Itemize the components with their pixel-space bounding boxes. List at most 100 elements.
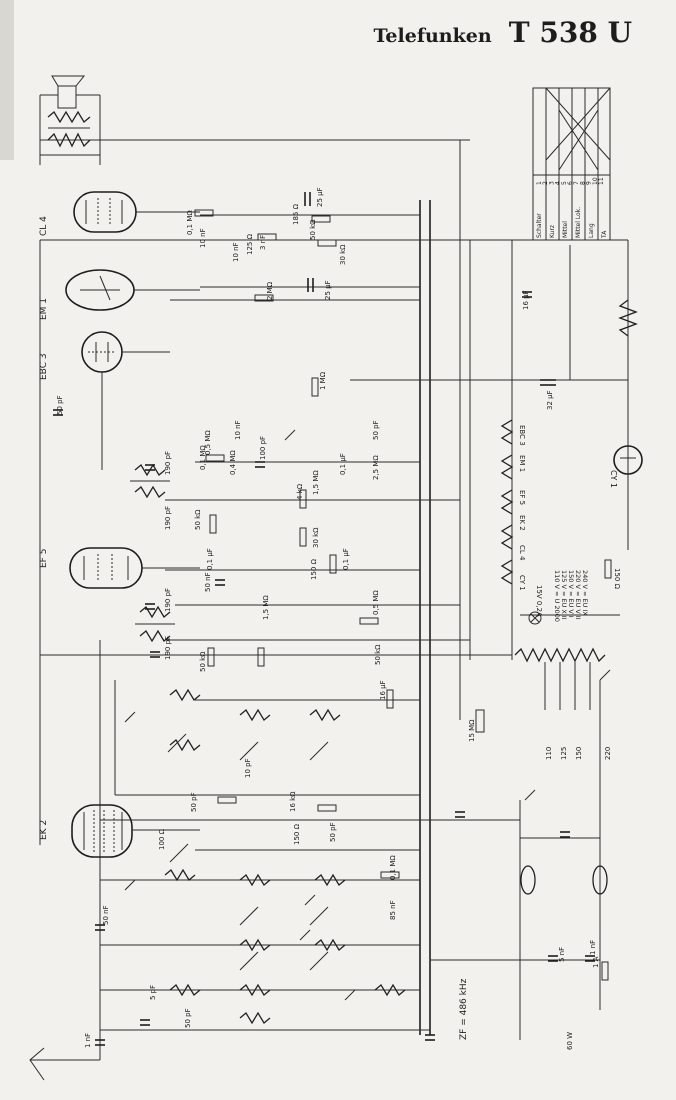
component-label-r21: 15 MΩ xyxy=(468,719,476,742)
component-label-r1: 0,1 MΩ xyxy=(186,210,194,235)
component-label-r24: 150 Ω xyxy=(293,823,301,845)
component-label-c20: 16 µF xyxy=(379,680,387,700)
component-label-r12: 2,5 MΩ xyxy=(372,455,380,480)
component-label-c25: 5 pF xyxy=(149,985,157,1000)
resistors xyxy=(194,209,612,879)
mains-chokes xyxy=(520,865,609,1000)
component-label-c2: 3 nF xyxy=(259,235,267,250)
component-label-r16: 150 Ω xyxy=(310,558,318,580)
label-layer: CL 4 EM 1 EBC 3 EF 5 EK 2 CY 1 ZF = 486 … xyxy=(39,207,621,1050)
mains-tap-label-5: 240 V = EU IX xyxy=(581,570,589,616)
switch-table xyxy=(532,87,611,241)
component-label-c17: 0,1 µF xyxy=(342,548,350,570)
component-values: 0,1 MΩ 10 nF 125 Ω 3 nF 50 kΩ 185 Ω 25 µF 10 nF… xyxy=(56,187,597,1048)
component-label-r6: 30 kΩ xyxy=(339,244,347,265)
table-row-label-1: Schalter xyxy=(536,213,543,238)
component-label-r4: 185 Ω xyxy=(292,203,300,225)
component-label-c29: 5 nF xyxy=(558,947,566,962)
component-label-r14: 50 kΩ xyxy=(194,509,202,530)
table-row-label-2: Kurz xyxy=(549,225,556,238)
component-label-r11: 1,5 MΩ xyxy=(312,470,320,495)
component-label-c26: 1 nF xyxy=(84,1033,92,1048)
tube-ef5 xyxy=(69,547,200,589)
tube-label-ef5: EF 5 xyxy=(39,549,49,568)
title-block: Telefunken T 538 U xyxy=(373,16,632,49)
tube-label-em1: EM 1 xyxy=(39,298,49,320)
switch-table-col-4: 4 xyxy=(555,181,562,185)
output-transformer xyxy=(40,127,100,156)
switch-table-col-9: 9 xyxy=(586,181,593,185)
tap-mark-1: 110 xyxy=(545,747,553,760)
component-label-c14: 190 pF xyxy=(164,506,172,530)
table-row-label-4: Mittel Lok. xyxy=(575,207,582,238)
component-label-c9: 50 pF xyxy=(372,420,380,440)
component-label-r15: 30 kΩ xyxy=(312,527,320,548)
component-label-c16: 50 nF xyxy=(204,572,212,592)
tap-mark-3: 150 xyxy=(575,747,583,760)
switch-table-col-1: 1 xyxy=(536,181,543,185)
component-label-c10: 10 nF xyxy=(234,420,242,440)
heater-label-5: EBC 3 xyxy=(518,425,526,446)
component-label-c7: 32 µF xyxy=(546,390,554,410)
tube-ek2 xyxy=(71,804,200,858)
band-switches xyxy=(124,429,611,1001)
scan-shadow xyxy=(0,0,14,160)
switch-table-col-10: 10 xyxy=(592,177,599,185)
component-label-c24: 10 pF xyxy=(244,758,252,778)
switch-table-col-7: 7 xyxy=(573,181,580,185)
fuse-label: 1 A xyxy=(592,956,600,968)
rf-coils xyxy=(164,688,406,1025)
model-label: T 538 U xyxy=(508,16,632,49)
component-label-c1: 10 nF xyxy=(199,228,207,248)
tube-cy1 xyxy=(613,445,643,475)
tube-cl4 xyxy=(73,191,200,233)
component-label-c23: 85 nF xyxy=(389,900,397,920)
component-label-c30: 1 nF xyxy=(589,940,597,955)
lamp-label: 15V 0,2A xyxy=(535,585,543,617)
heater-chain xyxy=(500,419,542,625)
table-row-label-6: TA xyxy=(601,230,608,239)
component-label-c4: 10 nF xyxy=(232,242,240,262)
zf-label: ZF = 486 kHz xyxy=(459,978,469,1040)
component-label-c11: 100 pF xyxy=(259,436,267,460)
component-label-c18: 190 pF xyxy=(164,588,172,612)
component-label-r17: 1,5 MΩ xyxy=(262,595,270,620)
component-label-c27: 50 pF xyxy=(184,1008,192,1028)
component-label-r13: 4 kΩ xyxy=(296,483,304,500)
table-row-label-5: Lang xyxy=(588,223,595,238)
tube-ebc3 xyxy=(81,331,170,470)
component-label-r2: 125 Ω xyxy=(246,233,254,255)
if-transformer-2 xyxy=(135,605,175,643)
tube-em1 xyxy=(65,269,200,311)
component-label-r9: 0,4 MΩ xyxy=(229,450,237,475)
heater-label-2: EM 1 xyxy=(518,455,526,472)
switch-table-col-3: 3 xyxy=(548,181,555,185)
tap-mark-2: 125 xyxy=(560,747,568,760)
component-label-c21: 50 pF xyxy=(190,792,198,812)
switch-table-col-8: 8 xyxy=(579,181,586,185)
component-label-r7: 1 MΩ xyxy=(319,371,327,390)
tube-label-ek2: EK 2 xyxy=(39,820,49,840)
component-label-r8: 0,5 MΩ xyxy=(204,430,212,455)
tube-label-cl4: CL 4 xyxy=(39,216,49,236)
component-label-c22: 50 pF xyxy=(329,822,337,842)
component-label-r5: 2 MΩ xyxy=(266,281,274,300)
trimmer-capacitors xyxy=(167,733,329,971)
component-label-c3: 25 µF xyxy=(316,187,324,207)
bus-lines xyxy=(39,139,629,1040)
heater-label-1: CL 4 xyxy=(518,545,526,561)
switch-table-col-6: 6 xyxy=(567,181,574,185)
component-label-r18: 0,5 MΩ xyxy=(372,590,380,615)
component-label-r20: 50 kΩ xyxy=(374,644,382,665)
tap-mark-4: 220 xyxy=(604,747,612,760)
component-label-r3: 50 kΩ xyxy=(309,219,317,240)
heater-label-3: EF 5 xyxy=(518,490,526,505)
tube-label-ebc3: EBC 3 xyxy=(39,353,49,380)
mains-tap-label-1: 110 V = U 2000 xyxy=(553,570,561,622)
component-label-r22: 16 kΩ xyxy=(289,791,297,812)
component-label-c28: 50 nF xyxy=(102,905,110,925)
mains-tap-label-3: 150 V = EU VII xyxy=(567,570,575,618)
mains-transformer xyxy=(514,647,606,710)
